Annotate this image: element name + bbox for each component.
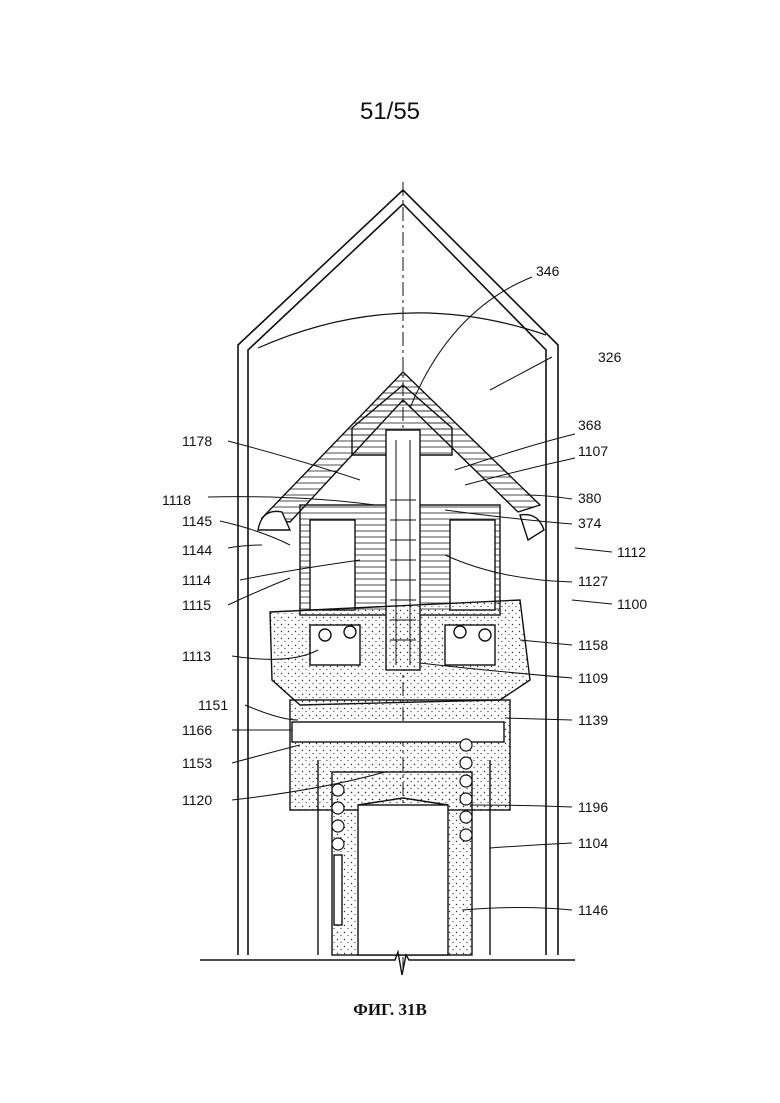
ref-1120: 1120: [182, 792, 212, 808]
ref-1115: 1115: [182, 597, 211, 613]
ref-1118: 1118: [162, 492, 191, 508]
ref-1107: 1107: [578, 443, 608, 459]
ref-1178: 1178: [182, 433, 212, 449]
body-assembly: [290, 700, 510, 955]
ref-1100: 1100: [617, 596, 647, 612]
ref-1196: 1196: [578, 799, 608, 815]
ref-326: 326: [598, 349, 622, 365]
ref-1166: 1166: [182, 722, 212, 738]
ref-1146: 1146: [578, 902, 608, 918]
ref-368: 368: [578, 417, 602, 433]
ref-346: 346: [536, 263, 560, 279]
ref-374: 374: [578, 515, 602, 531]
ref-1127: 1127: [578, 573, 608, 589]
ref-1113: 1113: [182, 648, 211, 664]
ref-1158: 1158: [578, 637, 608, 653]
ref-1151: 1151: [198, 697, 228, 713]
ref-1109: 1109: [578, 670, 608, 686]
ref-1145: 1145: [182, 513, 212, 529]
ref-1104: 1104: [578, 835, 608, 851]
ref-1112: 1112: [617, 544, 646, 560]
ref-1144: 1144: [182, 542, 212, 558]
ref-380: 380: [578, 490, 602, 506]
ref-1139: 1139: [578, 712, 608, 728]
ref-1114: 1114: [182, 572, 211, 588]
ref-1153: 1153: [182, 755, 212, 771]
figure-caption: ФИГ. 31B: [0, 1000, 780, 1020]
inner-cap-assembly: [258, 372, 544, 705]
